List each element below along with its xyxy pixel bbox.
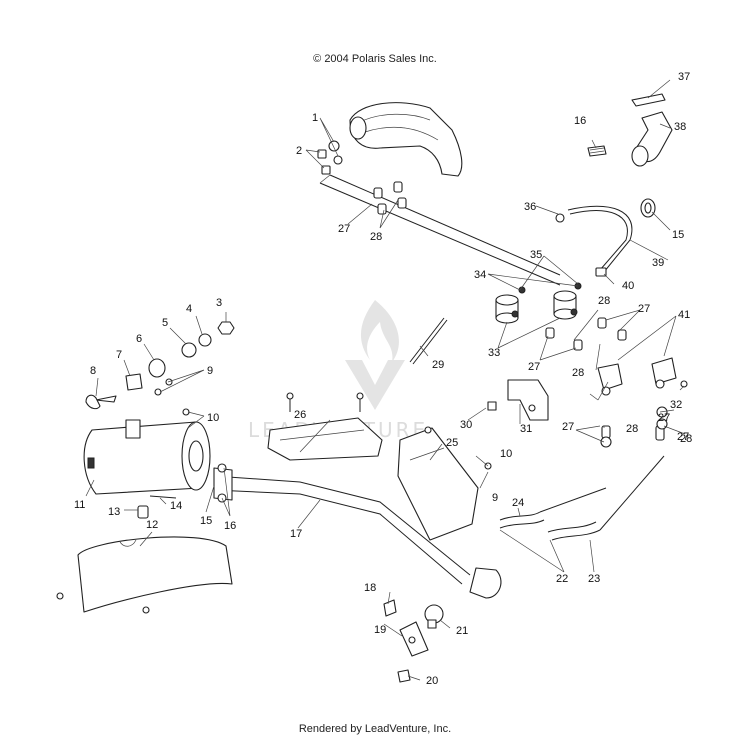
callout-34: 34 — [474, 269, 486, 281]
muffler-heat-shield — [56, 536, 233, 614]
callout-27a: 27 — [338, 223, 350, 235]
callout-41: 41 — [678, 309, 690, 321]
callout-10b: 10 — [500, 448, 512, 460]
callout-33: 33 — [488, 347, 500, 359]
callout-28c: 28 — [572, 367, 584, 379]
right-spacers — [545, 317, 688, 448]
callout-25: 25 — [446, 437, 458, 449]
callout-27d: 27 — [658, 412, 670, 424]
callout-32: 32 — [670, 399, 682, 411]
mount-brackets — [507, 357, 677, 421]
callout-12: 12 — [146, 519, 158, 531]
callout-28d: 28 — [680, 433, 692, 445]
callout-28a: 28 — [370, 231, 382, 243]
callout-15b: 15 — [672, 229, 684, 241]
callout-19: 19 — [374, 624, 386, 636]
callout-31: 31 — [520, 423, 532, 435]
callout-27e: 27 — [562, 421, 574, 433]
callout-9a: 9 — [207, 365, 213, 377]
callout-36: 36 — [524, 201, 536, 213]
leader-lines — [85, 79, 686, 681]
callout-5: 5 — [162, 317, 168, 329]
upper-mount-nuts — [317, 140, 343, 175]
callout-11: 11 — [74, 499, 85, 511]
callout-9b: 9 — [492, 492, 498, 504]
callout-13: 13 — [108, 506, 120, 518]
callout-23: 23 — [588, 573, 600, 585]
callout-29: 29 — [432, 359, 444, 371]
callout-22: 22 — [556, 573, 568, 585]
callout-28e: 28 — [626, 423, 638, 435]
callout-38: 38 — [674, 121, 686, 133]
rubber-mounts — [495, 282, 582, 324]
callout-3: 3 — [216, 297, 222, 309]
callout-7: 7 — [116, 349, 122, 361]
callout-39: 39 — [652, 257, 664, 269]
rendered-by-credit: Rendered by LeadVenture, Inc. — [298, 723, 452, 735]
exhaust-elbow-assembly — [587, 93, 673, 218]
callout-27f: 27 — [677, 431, 689, 443]
muffler — [83, 419, 211, 495]
upper-heat-shield — [349, 102, 463, 177]
callout-4: 4 — [186, 303, 192, 315]
lower-bracket-parts — [383, 599, 444, 683]
callout-40: 40 — [622, 280, 634, 292]
callout-8: 8 — [90, 365, 96, 377]
callout-27b: 27 — [528, 361, 540, 373]
copyright-notice: © 2004 Polaris Sales Inc. — [313, 53, 437, 65]
callout-6: 6 — [136, 333, 142, 345]
callout-2: 2 — [296, 145, 302, 157]
callout-30: 30 — [460, 419, 472, 431]
callout-37: 37 — [678, 71, 690, 83]
crossover-tubes — [499, 455, 665, 541]
callout-21: 21 — [456, 625, 468, 637]
watermark-logo — [345, 300, 405, 410]
upper-crossbar — [319, 174, 561, 286]
callout-28b: 28 — [598, 295, 610, 307]
callout-10a: 10 — [207, 412, 219, 424]
head-pipe — [213, 463, 502, 599]
callout-numbers: 1 2 3 4 5 6 7 8 9 9 10 10 11 12 13 14 15… — [74, 71, 692, 687]
callout-35: 35 — [530, 249, 542, 261]
callout-17: 17 — [290, 528, 302, 540]
callout-16b: 16 — [574, 115, 586, 127]
small-fasteners — [137, 495, 177, 519]
upper-spacers — [373, 181, 407, 215]
callout-18: 18 — [364, 582, 376, 594]
callout-27c: 27 — [638, 303, 650, 315]
callout-20: 20 — [426, 675, 438, 687]
callout-15a: 15 — [200, 515, 212, 527]
head-pipe-shields — [267, 417, 479, 541]
callout-24: 24 — [512, 497, 524, 509]
breather-hose — [555, 205, 633, 277]
rod — [409, 317, 448, 365]
callout-16a: 16 — [224, 520, 236, 532]
callout-14: 14 — [170, 500, 182, 512]
callout-26: 26 — [294, 409, 306, 421]
callout-1: 1 — [312, 112, 318, 124]
